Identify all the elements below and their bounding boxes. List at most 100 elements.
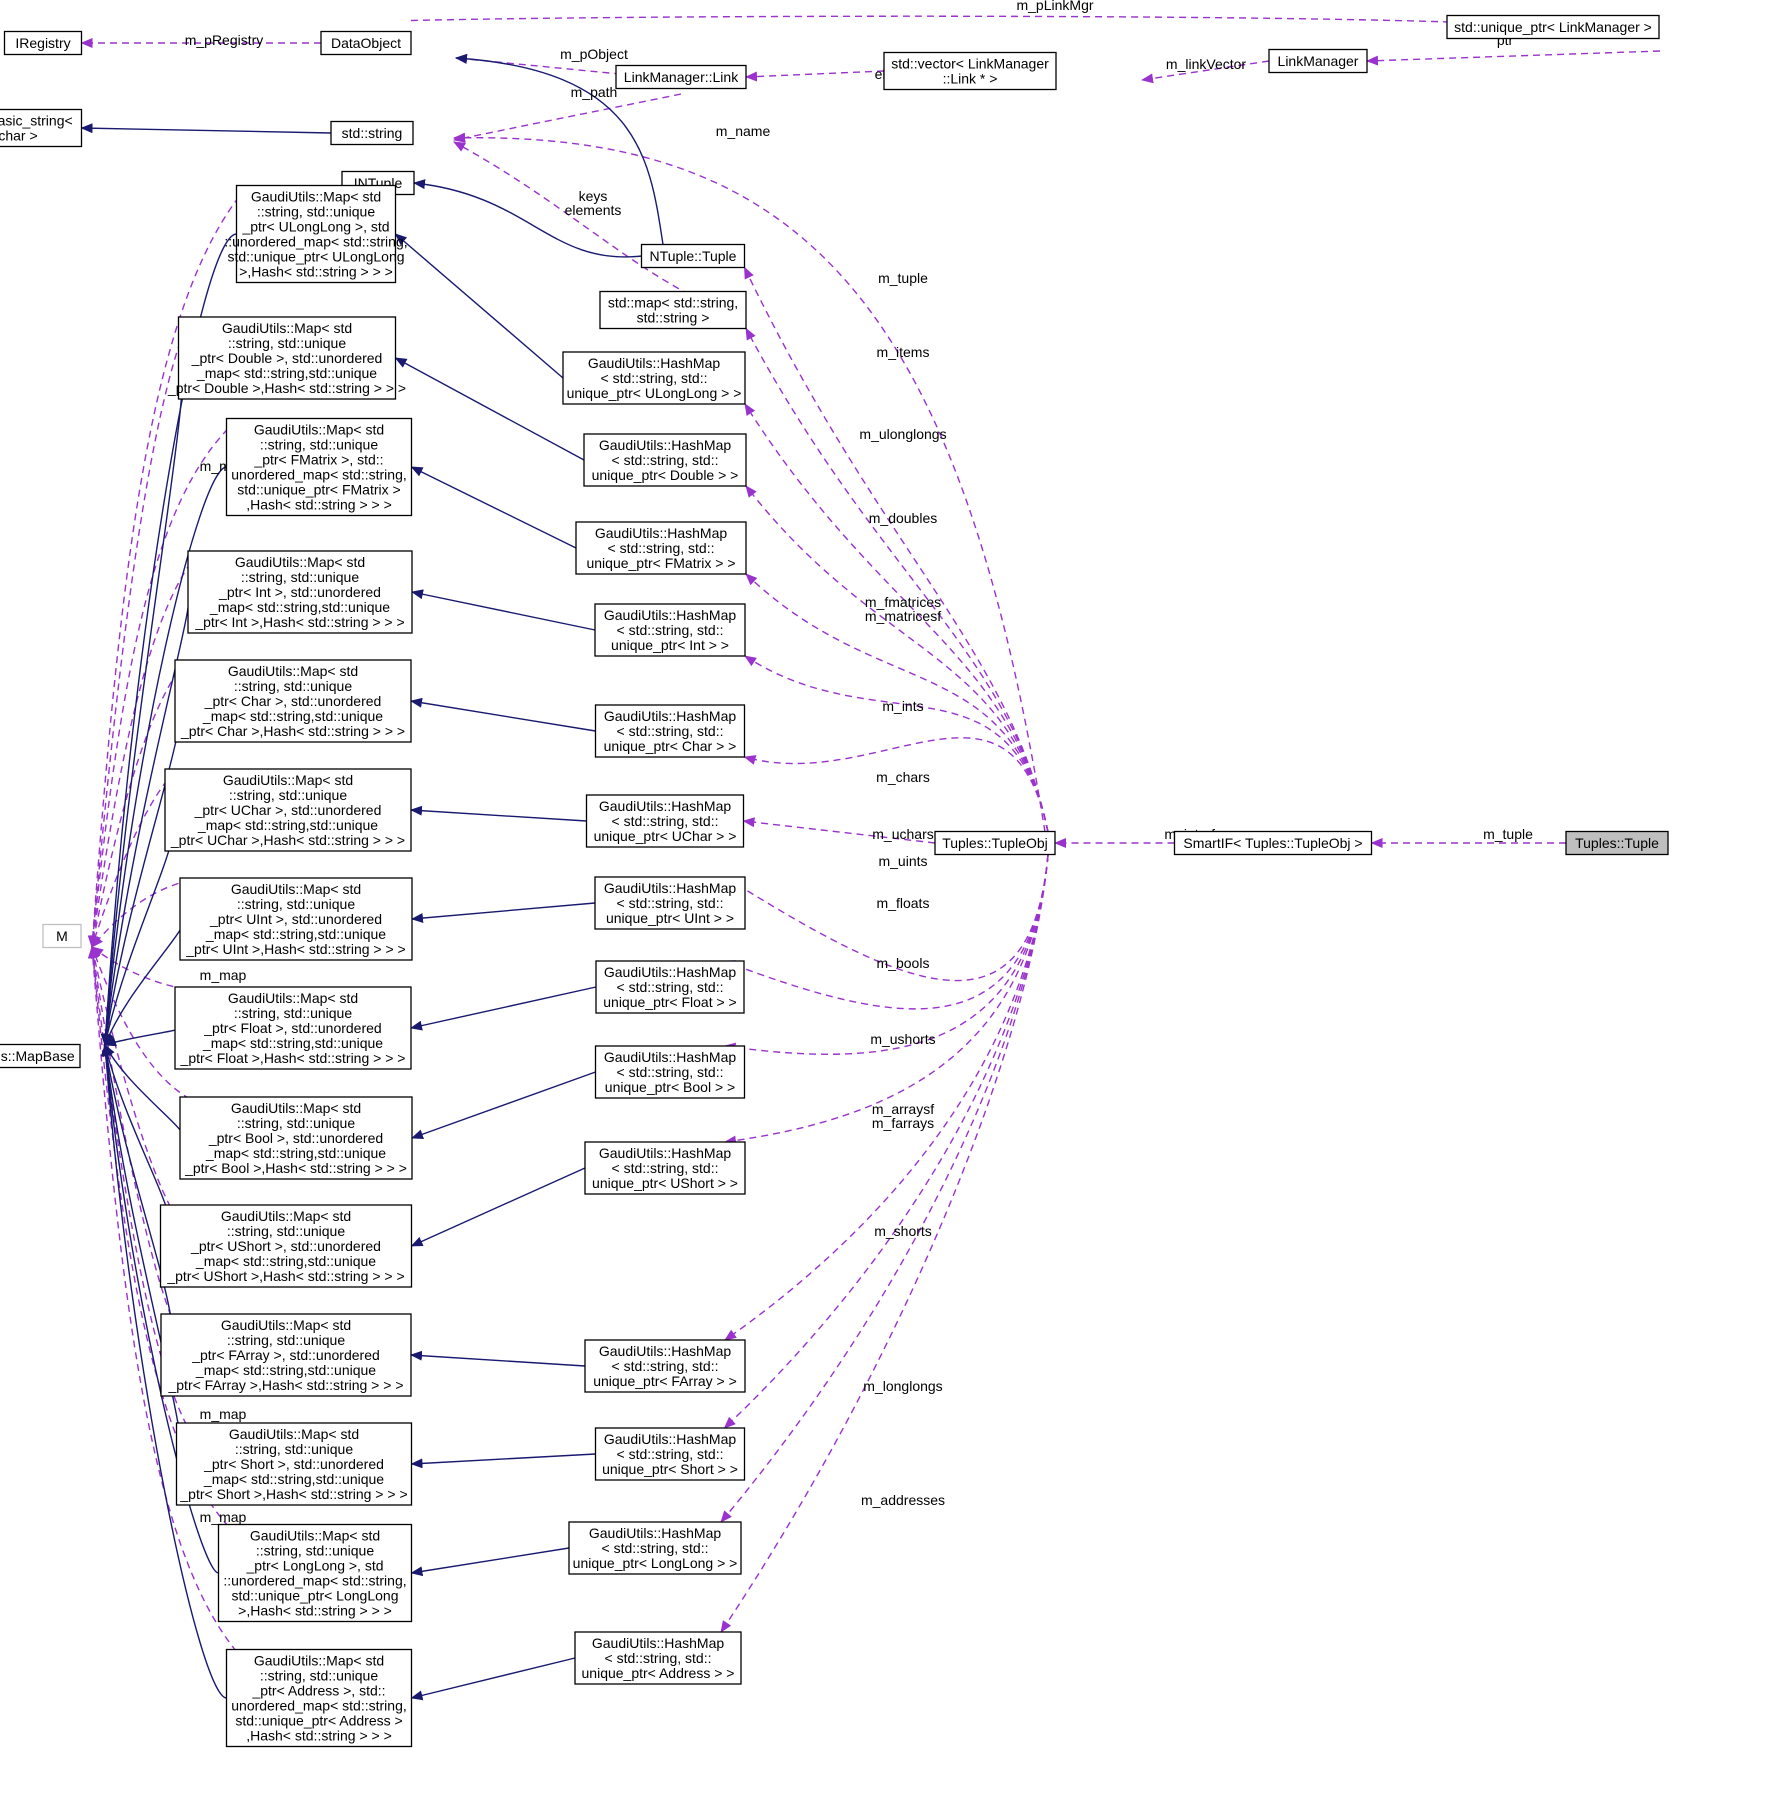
node-label-line: GaudiUtils::HashMap <box>592 1635 724 1651</box>
node-label-line: ::string, std::unique <box>234 678 353 694</box>
edge-hm_int-map_int <box>411 589 596 631</box>
class-node-map-double[interactable]: GaudiUtils::Map< std::string, std::uniqu… <box>167 316 406 400</box>
class-node-smartif[interactable]: SmartIF< Tuples::TupleObj > <box>1173 830 1373 856</box>
node-label-line: GaudiUtils::Map< std <box>221 1317 351 1333</box>
node-label-line: _map< std::string,std::unique <box>202 1035 383 1051</box>
edge-hm_address-map_address <box>410 1657 576 1701</box>
class-node-dataobject[interactable]: DataObject <box>320 30 412 56</box>
node-label-line: < std::string, std:: <box>612 1160 719 1176</box>
node-box <box>320 30 412 56</box>
edge-tupleobj-stdmap <box>745 327 1049 833</box>
class-node-linkmanager[interactable]: LinkManager <box>1268 48 1368 74</box>
node-label-line: _map< std::string,std::unique <box>196 365 377 381</box>
class-node-map-uchar[interactable]: GaudiUtils::Map< std::string, std::uniqu… <box>164 768 412 852</box>
edge-label-keys: keys <box>579 188 608 204</box>
class-node-map-address[interactable]: GaudiUtils::Map< std::string, std::uniqu… <box>225 1648 413 1748</box>
node-label-line: _ptr< Double >,Hash< std::string > > > <box>167 380 406 396</box>
class-node-hm-ushort[interactable]: GaudiUtils::HashMap< std::string, std::u… <box>584 1141 746 1195</box>
node-label-line: < std::string, std:: <box>617 1064 724 1080</box>
node-label-line: _ptr< Int >,Hash< std::string > > > <box>194 614 404 630</box>
class-node-map-longlong[interactable]: GaudiUtils::Map< std::string, std::uniqu… <box>217 1523 413 1623</box>
edge-map_char-mapbase <box>101 700 182 1046</box>
edge-label-m-matricesf: m_matricesf <box>865 608 941 624</box>
node-label-line: _ptr< Bool >, std::unordered <box>208 1130 383 1146</box>
class-node-linkvector[interactable]: std::vector< LinkManager::Link * > <box>883 51 1057 91</box>
node-box <box>217 1523 413 1623</box>
node-box <box>615 64 747 90</box>
class-node-map-bool[interactable]: GaudiUtils::Map< std::string, std::uniqu… <box>179 1096 413 1180</box>
node-label-line: std::string > <box>637 310 710 326</box>
node-box <box>584 1141 746 1195</box>
class-node-hm-ulonglong[interactable]: GaudiUtils::HashMap< std::string, std::u… <box>562 351 746 405</box>
node-label-line: unique_ptr< Address > > <box>582 1665 735 1681</box>
node-label-line: < std::string, std:: <box>617 979 724 995</box>
edge-label-m-map: m_map <box>200 967 247 983</box>
class-node-hm-longlong[interactable]: GaudiUtils::HashMap< std::string, std::u… <box>568 1521 742 1575</box>
node-label-line: GaudiUtils::Map< std <box>251 189 381 205</box>
class-node-map-float[interactable]: GaudiUtils::Map< std::string, std::uniqu… <box>174 986 412 1070</box>
class-node-hm-double[interactable]: GaudiUtils::HashMap< std::string, std::u… <box>583 433 747 487</box>
node-label-line: _ptr< FArray >, std::unordered <box>191 1347 380 1363</box>
edge-hm_farray-map_farray <box>410 1350 586 1367</box>
class-node-ntuple[interactable]: NTuple::Tuple <box>640 243 746 269</box>
class-node-hm-fmatrix[interactable]: GaudiUtils::HashMap< std::string, std::u… <box>575 521 747 575</box>
node-label-line: _ptr< UShort >,Hash< std::string > > > <box>166 1268 404 1284</box>
class-node-mapbase[interactable]: Gaudi::Utils::MapBase <box>0 1043 81 1069</box>
class-node-map-ulonglong[interactable]: GaudiUtils::Map< std::string, std::uniqu… <box>224 184 408 284</box>
class-node-hm-uint[interactable]: GaudiUtils::HashMap< std::string, std::u… <box>594 876 746 930</box>
node-label-line: _ptr< UInt >,Hash< std::string > > > <box>185 941 405 957</box>
class-node-map-uint[interactable]: GaudiUtils::Map< std::string, std::uniqu… <box>179 877 413 961</box>
class-node-tupleobj[interactable]: Tuples::TupleObj <box>934 830 1056 856</box>
class-node-tuple[interactable]: Tuples::Tuple <box>1565 830 1669 856</box>
node-label-line: ::string, std::unique <box>237 896 356 912</box>
node-label-line: _ptr< Short >,Hash< std::string > > > <box>179 1486 407 1502</box>
class-node-hm-bool[interactable]: GaudiUtils::HashMap< std::string, std::u… <box>594 1045 746 1099</box>
node-label-line: GaudiUtils::Map< std <box>222 320 352 336</box>
edge-label-m-arraysf: m_arraysf <box>872 1101 934 1117</box>
class-node-map-ushort[interactable]: GaudiUtils::Map< std::string, std::uniqu… <box>159 1204 413 1288</box>
class-node-map-short[interactable]: GaudiUtils::Map< std::string, std::uniqu… <box>175 1422 413 1506</box>
edge-label-m-tuple-2: m_tuple <box>878 270 928 286</box>
class-node-link[interactable]: LinkManager::Link <box>615 64 747 90</box>
node-label-line: GaudiUtils::Map< std <box>221 1208 351 1224</box>
node-label-line: < std::string, std:: <box>617 622 724 638</box>
class-node-hm-uchar[interactable]: GaudiUtils::HashMap< std::string, std::u… <box>585 794 745 848</box>
class-node-uniqueptr[interactable]: std::unique_ptr< LinkManager > <box>1446 14 1660 40</box>
class-node-stdstring[interactable]: std::string <box>330 120 414 146</box>
class-node-M[interactable]: M <box>42 923 82 949</box>
node-box <box>160 1313 412 1397</box>
class-node-basicstring[interactable]: std::basic_string<char > <box>0 108 83 148</box>
node-box <box>574 1631 742 1685</box>
edge-hm_double-map_double <box>394 357 585 461</box>
node-box <box>179 877 413 961</box>
node-label-line: Tuples::TupleObj <box>942 835 1048 851</box>
class-node-hm-int[interactable]: GaudiUtils::HashMap< std::string, std::u… <box>594 603 746 657</box>
edge-hm_fmatrix-map_fmatrix <box>410 466 577 549</box>
class-node-hm-float[interactable]: GaudiUtils::HashMap< std::string, std::u… <box>595 960 745 1014</box>
class-node-stdmap[interactable]: std::map< std::string,std::string > <box>599 290 747 330</box>
edge-tupleobj-hm_ushort <box>724 854 1049 1146</box>
edge-label-m-ints: m_ints <box>882 698 923 714</box>
node-label-line: _map< std::string,std::unique <box>195 1253 376 1269</box>
node-label-line: GaudiUtils::Map< std <box>235 554 365 570</box>
edge-tupleobj-hm_float <box>723 854 1049 1010</box>
class-node-hm-address[interactable]: GaudiUtils::HashMap< std::string, std::u… <box>574 1631 742 1685</box>
class-node-map-farray[interactable]: GaudiUtils::Map< std::string, std::uniqu… <box>160 1313 412 1397</box>
class-node-hm-farray[interactable]: GaudiUtils::HashMap< std::string, std::u… <box>584 1339 746 1393</box>
node-label-line: GaudiUtils::HashMap <box>599 798 731 814</box>
edge-map_ulonglong-M <box>87 187 248 948</box>
node-box <box>934 830 1056 856</box>
node-label-line: std::basic_string< <box>0 113 73 129</box>
class-node-hm-short[interactable]: GaudiUtils::HashMap< std::string, std::u… <box>594 1427 746 1481</box>
class-node-iregistry[interactable]: IRegistry <box>3 30 83 56</box>
class-node-map-int[interactable]: GaudiUtils::Map< std::string, std::uniqu… <box>187 550 413 634</box>
class-node-map-fmatrix[interactable]: GaudiUtils::Map< std::string, std::uniqu… <box>225 417 413 517</box>
class-node-map-char[interactable]: GaudiUtils::Map< std::string, std::uniqu… <box>174 659 412 743</box>
class-node-hm-char[interactable]: GaudiUtils::HashMap< std::string, std::u… <box>594 704 746 758</box>
edge-label-m-fmatrices: m_fmatrices <box>865 594 941 610</box>
edge-label-m-uints: m_uints <box>878 853 927 869</box>
node-label-line: ::string, std::unique <box>260 437 379 453</box>
node-label-line: GaudiUtils::HashMap <box>604 708 736 724</box>
node-box <box>594 603 746 657</box>
node-label-line: GaudiUtils::Map< std <box>229 1426 359 1442</box>
